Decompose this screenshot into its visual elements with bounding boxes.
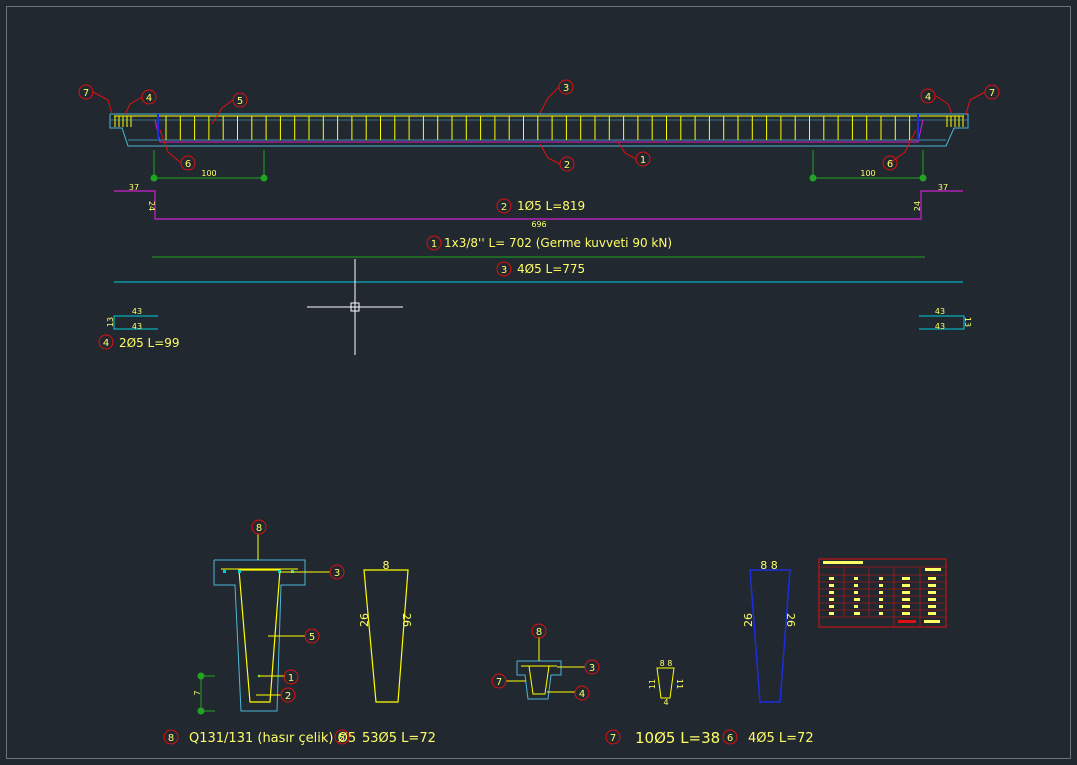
bar1-callout: 1 <box>431 239 437 250</box>
dim-13-right: 13 <box>963 317 972 327</box>
dim-100-right: 100 <box>860 169 875 178</box>
callout-6-left: 6 <box>185 159 191 170</box>
dim-43-b: 43 <box>132 322 142 331</box>
stirrup-7-shape: 8 8 11 11 4 <box>648 659 684 707</box>
dim-100-left: 100 <box>201 169 216 178</box>
dim-26-left-s6: 26 <box>742 613 755 627</box>
dim-88-small: 8 8 <box>660 659 673 668</box>
callout-2-bottom: 2 <box>564 160 570 171</box>
dim-37-left: 37 <box>129 183 139 192</box>
beam-outline <box>109 113 969 147</box>
dim-11-right: 11 <box>675 679 684 689</box>
bar4-callout: 4 <box>103 338 109 349</box>
bottom-callout-8: 8 <box>168 733 174 744</box>
stirrup-5-shape: 8 26 26 <box>358 559 413 703</box>
cursor-crosshair[interactable] <box>307 259 403 355</box>
dim-37-right: 37 <box>938 183 948 192</box>
dim-43-d: 43 <box>935 322 945 331</box>
bar6-label: 4Ø5 L=72 <box>748 731 814 746</box>
dim-4-small: 4 <box>663 698 668 707</box>
callout-1-bottom: 1 <box>640 155 646 166</box>
section-callout-2: 2 <box>285 691 291 702</box>
bar3-label: 4Ø5 L=775 <box>517 262 585 276</box>
elevation-callouts: 7 4 5 3 2 1 6 4 7 6 <box>78 79 1000 172</box>
section-large: 8 3 5 1 2 7 <box>193 519 345 715</box>
dim-24-right: 24 <box>913 201 922 211</box>
small-callout-4: 4 <box>579 689 585 700</box>
bottom-callout-7: 7 <box>610 733 616 744</box>
callout-7-right: 7 <box>989 88 995 99</box>
dim-13-left: 13 <box>106 317 115 327</box>
callout-5-top: 5 <box>237 96 243 107</box>
dim-8-stirrup5: 8 <box>383 559 390 572</box>
callout-3-top: 3 <box>563 83 569 94</box>
bar7-label: 10Ø5 L=38 <box>635 729 720 747</box>
rebar-table <box>818 558 947 628</box>
stirrup-group <box>165 116 911 140</box>
bar2-callout: 2 <box>501 202 507 213</box>
section-callout-1: 1 <box>288 673 294 684</box>
bottom-callout-5: 5 <box>339 733 345 744</box>
dim-7: 7 <box>193 690 202 695</box>
small-callout-7: 7 <box>496 677 502 688</box>
bar3-callout: 3 <box>501 265 507 276</box>
bar2-label: 1Ø5 L=819 <box>517 199 585 213</box>
section-small: 8 3 7 4 <box>491 623 600 701</box>
section-callout-3: 3 <box>334 568 340 579</box>
dim-26-right-s6: 26 <box>784 613 797 627</box>
dim-88-s6: 8 8 <box>760 559 778 572</box>
callout-4-left: 4 <box>146 93 152 104</box>
stirrup-6-shape: 8 8 26 26 <box>742 559 797 703</box>
dim-43-c: 43 <box>935 307 945 316</box>
callout-4-right: 4 <box>925 92 931 103</box>
bar-schedule: 37 37 24 24 696 2 1Ø5 L=819 1 1x3/8'' L=… <box>98 183 972 350</box>
callout-7-left: 7 <box>83 88 89 99</box>
bar2-line <box>154 119 924 143</box>
bottom-labels: 8 Q131/131 (hasır çelik) Ø5 5 53Ø5 L=72 … <box>163 729 814 747</box>
bottom-callout-6: 6 <box>727 733 733 744</box>
drawing-frame <box>6 6 1071 759</box>
dim-26-right-s5: 26 <box>400 613 413 627</box>
dim-26-left-s5: 26 <box>358 613 371 627</box>
dim-43-a: 43 <box>132 307 142 316</box>
elevation-leaders <box>92 86 986 165</box>
callout-6-right: 6 <box>887 159 893 170</box>
bar8-label: Q131/131 (hasır çelik) Ø5 <box>189 731 356 746</box>
dim-24-left: 24 <box>147 201 156 211</box>
bar1-label: 1x3/8'' L= 702 (Germe kuvveti 90 kN) <box>444 236 672 250</box>
dim-696: 696 <box>531 220 546 229</box>
bar4-label: 2Ø5 L=99 <box>119 336 180 350</box>
beam-elevation: 100 100 <box>109 113 969 182</box>
small-callout-3: 3 <box>589 663 595 674</box>
section-callout-5: 5 <box>309 632 315 643</box>
small-callout-8: 8 <box>536 627 542 638</box>
bar5-label: 53Ø5 L=72 <box>362 731 436 746</box>
section-callout-8: 8 <box>256 523 262 534</box>
dim-11-left: 11 <box>648 679 657 689</box>
